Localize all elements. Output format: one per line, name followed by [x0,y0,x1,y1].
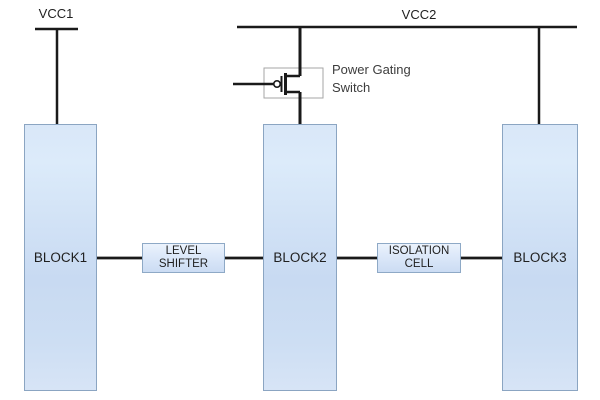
level-shifter-cell: LEVEL SHIFTER [142,243,225,273]
block1-label: BLOCK1 [33,250,88,265]
level-shifter-label-line2: SHIFTER [158,258,209,270]
switch-gate-bubble [272,80,281,89]
vcc2-label: VCC2 [401,7,437,22]
pmos-transistor-icon [233,27,324,124]
level-shifter-label-line1: LEVEL [165,244,202,257]
block3-label: BLOCK3 [513,250,567,265]
block2-label: BLOCK2 [273,250,327,265]
isolation-cell-label-line2: CELL [404,258,434,270]
isolation-cell: ISOLATION CELL [377,243,461,273]
block3: BLOCK3 [502,124,578,391]
vcc1-label: VCC1 [38,6,74,21]
power-gating-switch-label-line1: Power Gating [332,62,411,77]
block1: BLOCK1 [24,124,97,391]
isolation-cell-label-line1: ISOLATION [388,244,450,257]
power-gating-switch-label: Power Gating Switch [332,61,411,97]
power-gating-switch-label-line2: Switch [332,80,371,95]
block2: BLOCK2 [263,124,337,391]
